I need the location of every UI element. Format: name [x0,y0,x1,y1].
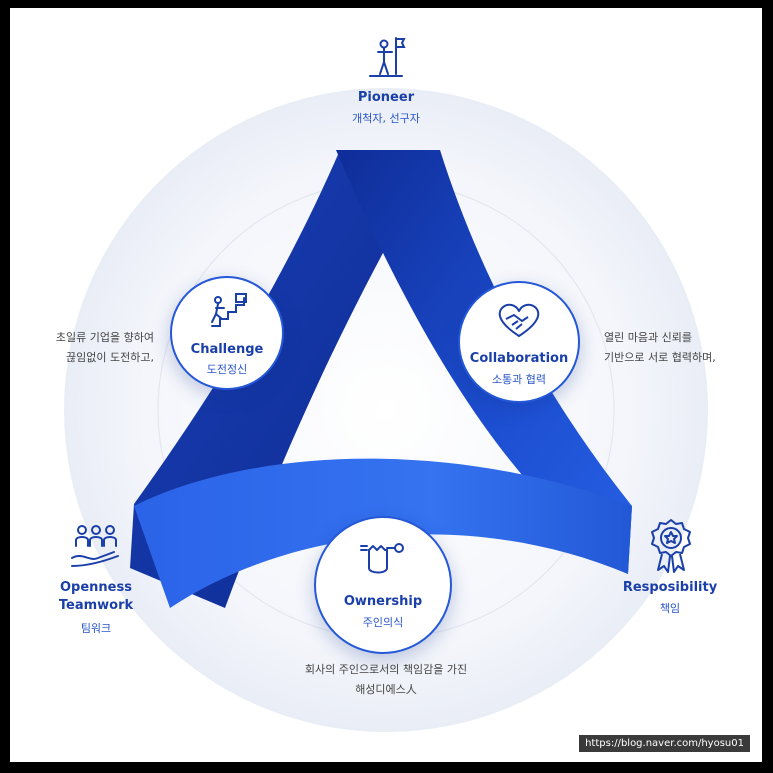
challenge-description: 초일류 기업을 향하여 끊임없이 도전하고, [28,328,154,368]
responsibility-subtitle: 책임 [659,602,681,615]
collaboration-desc-line1: 열린 마음과 신뢰를 [604,331,692,344]
team-people-icon [68,522,124,570]
challenge-desc-line2: 끊임없이 도전하고, [66,351,154,364]
ownership-description: 회사의 주인으로서의 책임감을 가진 해성디에스人 [236,660,536,700]
ownership-title: Ownership [343,594,423,609]
diagram-canvas: Pioneer 개척자, 선구자 Challenge 도전정신 초일류 기업을 … [10,8,762,762]
stairs-climber-icon [172,292,282,332]
challenge-desc-line1: 초일류 기업을 향하여 [55,331,154,344]
collaboration-description: 열린 마음과 신뢰를 기반으로 서로 협력하며, [604,328,744,368]
pioneer-subtitle: 개척자, 선구자 [352,112,420,125]
handshake-heart-icon [460,301,578,343]
ownership-desc-line2: 해성디에스人 [355,683,417,696]
responsibility-title: Resposibility [622,580,718,595]
openness-subtitle: 팀워크 [80,622,112,635]
collaboration-desc-line2: 기반으로 서로 협력하며, [604,351,716,364]
challenge-circle: Challenge 도전정신 [170,276,284,390]
collaboration-circle: Collaboration 소통과 협력 [458,281,580,403]
challenge-subtitle: 도전정신 [206,363,248,376]
pioneer-title: Pioneer [357,90,415,105]
pioneer-icon [336,34,436,82]
ownership-subtitle: 주인의식 [362,616,404,629]
ownership-circle: Ownership 주인의식 [314,516,452,654]
fist-key-icon [316,538,450,582]
openness-title-line1: Openness [60,580,132,595]
openness-title-line2: Teamwork [58,598,134,613]
collaboration-subtitle: 소통과 협력 [491,373,547,386]
award-badge-icon [648,518,694,574]
ownership-desc-line1: 회사의 주인으로서의 책임감을 가진 [304,663,468,676]
blog-url-watermark: https://blog.naver.com/hyosu01 [579,735,750,752]
challenge-title: Challenge [190,342,264,357]
collaboration-title: Collaboration [469,351,569,366]
